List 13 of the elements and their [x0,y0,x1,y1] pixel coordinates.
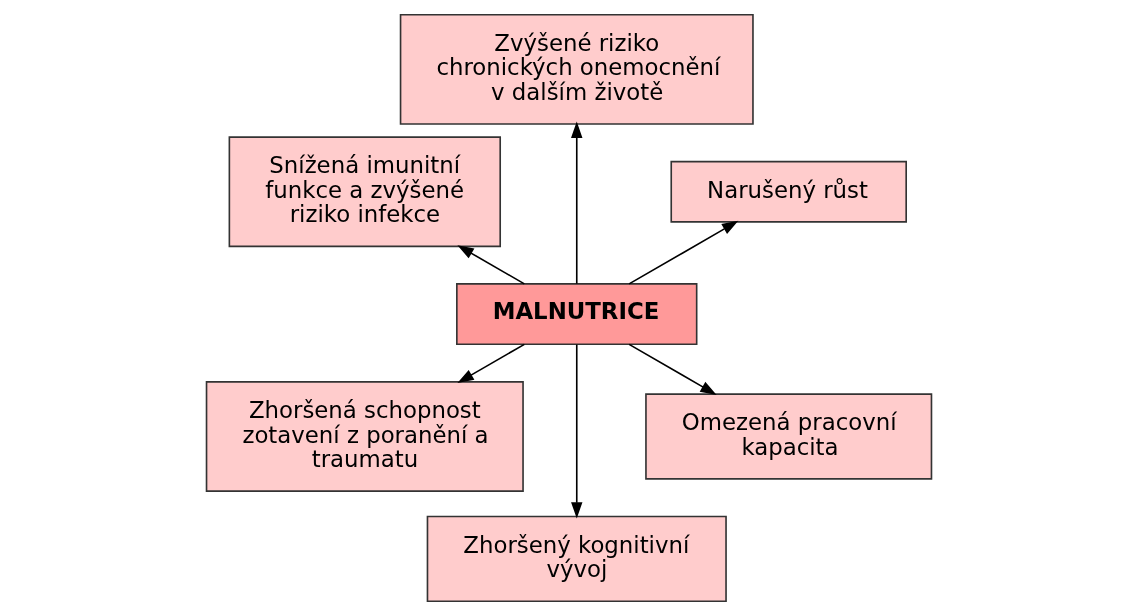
arrow [571,343,583,519]
arrow [457,245,526,285]
node-box: Snížená imunitní funkce a zvýšené riziko infekce [228,136,502,248]
node-box: Omezená pracovní kapacita [645,393,933,480]
arrow [628,220,739,285]
arrow [457,343,526,384]
arrow [571,121,583,285]
node-box: MALNUTRICE [456,283,698,346]
node-box: Narušený růst [670,160,907,223]
node-box: Zvýšené riziko chronických onemocnění v dalším životě [399,13,754,125]
node-box: Zhoršená schopnost zotavení z poranění a traumatu [205,381,524,492]
node-box: Zhoršený kognitivní vývoj [426,515,727,603]
arrow [628,343,717,395]
